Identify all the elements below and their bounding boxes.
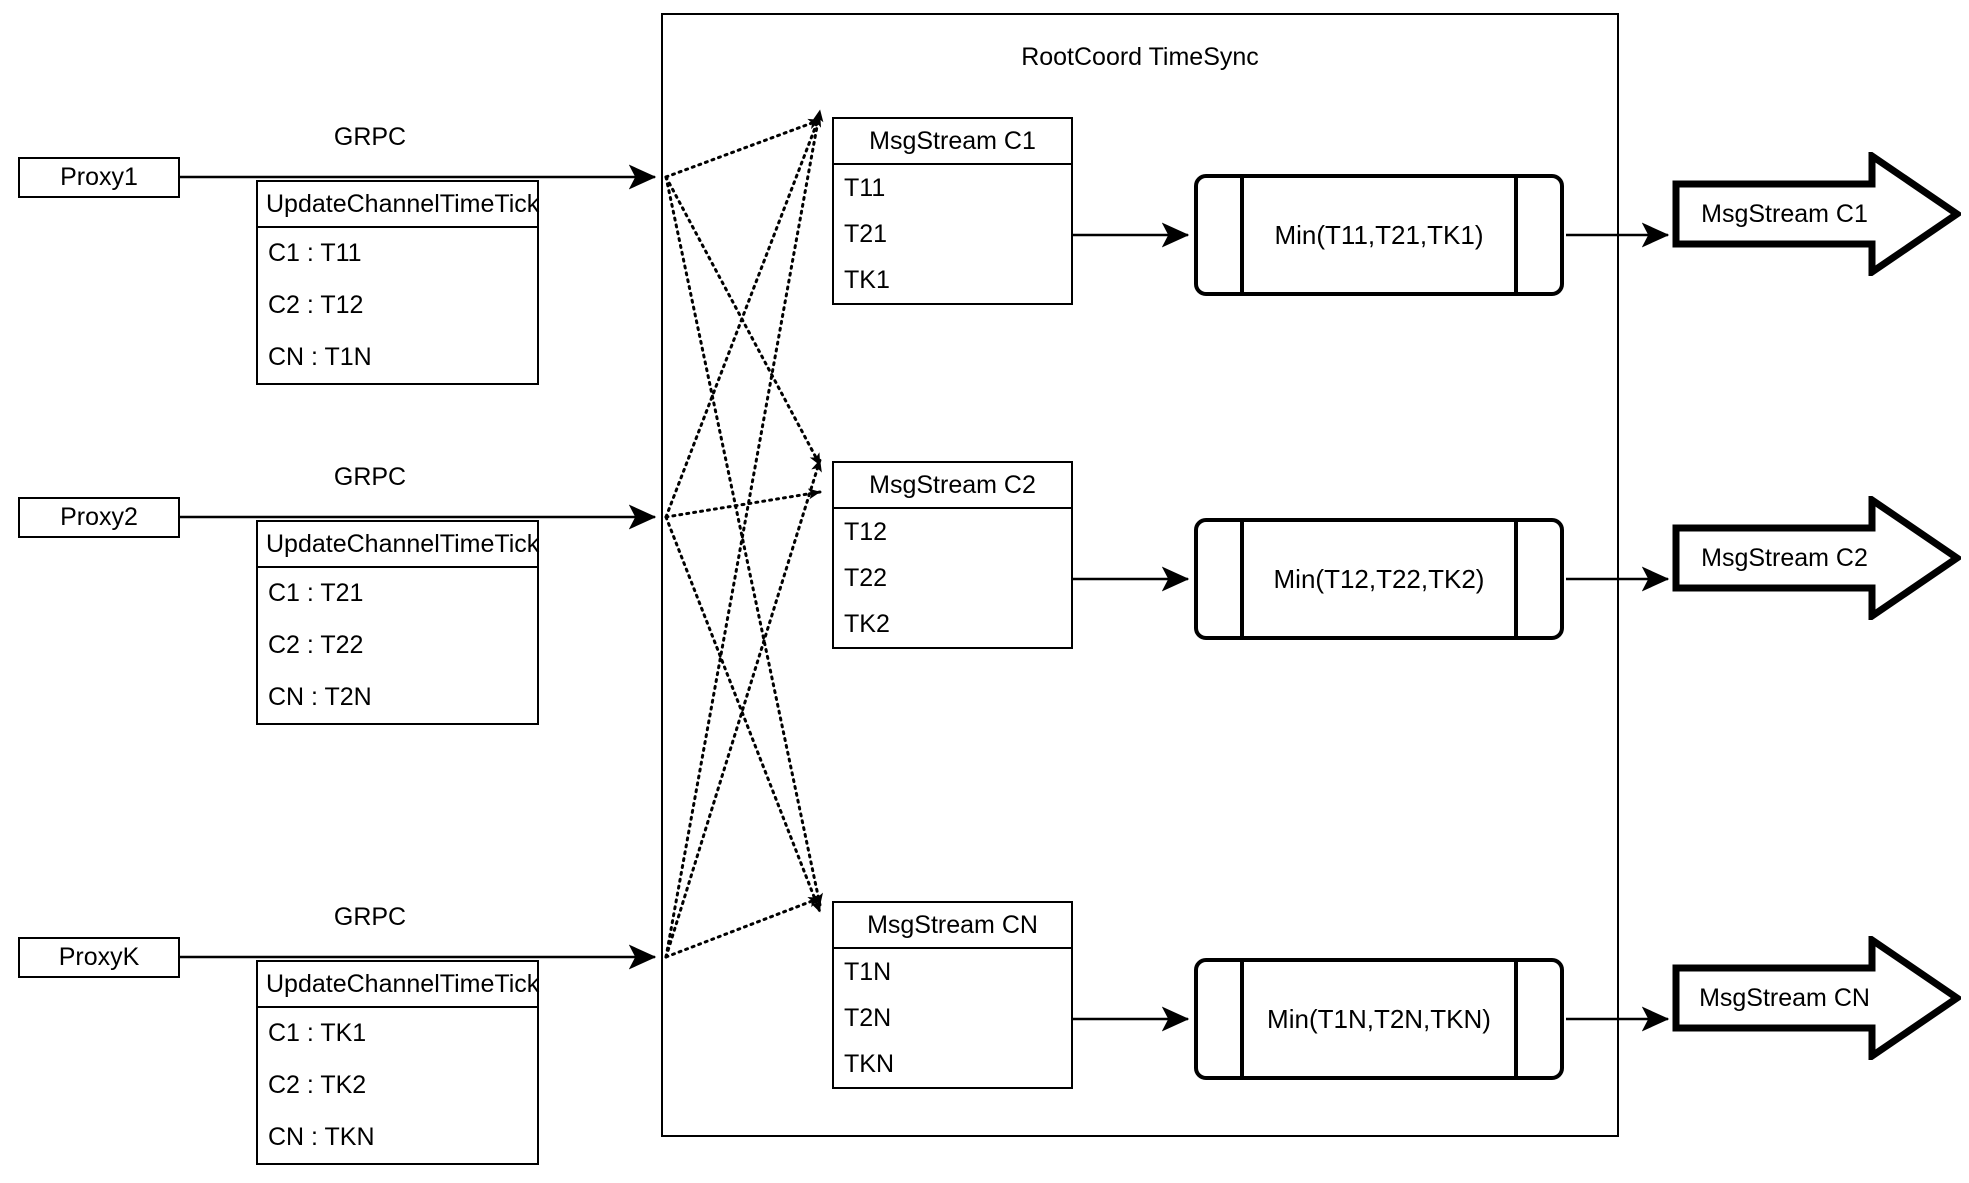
table-row: T21 — [844, 219, 888, 248]
min-label-c1: Min(T11,T21,TK1) — [1274, 219, 1484, 250]
block-arrow-shape-icon — [1672, 152, 1961, 276]
msgstream-header-c2: MsgStream C2 — [834, 463, 1071, 509]
table-row: C2 : T12 — [268, 290, 364, 319]
msgstream-header-cn: MsgStream CN — [834, 903, 1071, 949]
proxy-label-3: ProxyK — [58, 943, 140, 971]
block-arrow-shape-icon — [1672, 496, 1961, 620]
rootcoord-timesync-container — [661, 13, 1619, 1137]
grpc-label-3: GRPC — [333, 903, 407, 931]
table-row: T22 — [844, 563, 888, 592]
proxy-box-1[interactable]: Proxy1 — [18, 157, 180, 198]
grpc-label-1: GRPC — [333, 123, 407, 151]
msgstream-body-c1: T11 T21 TK1 — [834, 165, 1071, 303]
min-label-cn: Min(T1N,T2N,TKN) — [1267, 1003, 1491, 1034]
proxy-label-1: Proxy1 — [60, 163, 138, 191]
msgstream-table-c1: MsgStream C1 T11 T21 TK1 — [832, 117, 1073, 305]
update-channel-timetick-table-2: UpdateChannelTimeTick C1 : T21 C2 : T22 … — [256, 520, 539, 725]
update-channel-timetick-header-1: UpdateChannelTimeTick — [258, 182, 539, 228]
table-row: C1 : TK1 — [268, 1019, 367, 1048]
process-divider-left-icon — [1240, 174, 1244, 296]
proxy-box-3[interactable]: ProxyK — [18, 937, 180, 978]
update-channel-timetick-body-1: C1 : T11 C2 : T12 CN : T1N — [258, 228, 537, 383]
table-row: T11 — [844, 173, 886, 202]
table-row: C2 : TK2 — [268, 1070, 367, 1099]
process-divider-right-icon — [1514, 518, 1518, 640]
table-row: TK2 — [844, 609, 890, 638]
table-row: CN : T1N — [268, 342, 372, 371]
update-channel-timetick-table-1: UpdateChannelTimeTick C1 : T11 C2 : T12 … — [256, 180, 539, 385]
process-divider-left-icon — [1240, 518, 1244, 640]
min-process-c2: Min(T12,T22,TK2) — [1194, 518, 1564, 640]
output-block-arrow-c1: MsgStream C1 — [1672, 152, 1961, 276]
table-row: C1 : T21 — [268, 579, 364, 608]
table-row: CN : TKN — [268, 1122, 375, 1151]
process-divider-right-icon — [1514, 174, 1518, 296]
table-row: T1N — [844, 957, 892, 986]
block-arrow-shape-icon — [1672, 936, 1961, 1060]
grpc-label-2: GRPC — [333, 463, 407, 491]
table-row: TKN — [844, 1049, 894, 1078]
update-channel-timetick-body-3: C1 : TK1 C2 : TK2 CN : TKN — [258, 1008, 537, 1163]
update-channel-timetick-header-2: UpdateChannelTimeTick — [258, 522, 539, 568]
table-row: C1 : T11 — [268, 239, 362, 268]
min-process-cn: Min(T1N,T2N,TKN) — [1194, 958, 1564, 1080]
msgstream-header-c1: MsgStream C1 — [834, 119, 1071, 165]
table-row: T12 — [844, 517, 888, 546]
msgstream-body-cn: T1N T2N TKN — [834, 949, 1071, 1087]
output-block-arrow-cn: MsgStream CN — [1672, 936, 1961, 1060]
min-process-c1: Min(T11,T21,TK1) — [1194, 174, 1564, 296]
proxy-box-2[interactable]: Proxy2 — [18, 497, 180, 538]
table-row: TK1 — [844, 265, 890, 294]
rootcoord-timesync-title: RootCoord TimeSync — [1021, 43, 1259, 71]
min-label-c2: Min(T12,T22,TK2) — [1273, 563, 1485, 594]
update-channel-timetick-header-3: UpdateChannelTimeTick — [258, 962, 539, 1008]
table-row: CN : T2N — [268, 682, 372, 711]
output-block-arrow-c2: MsgStream C2 — [1672, 496, 1961, 620]
msgstream-table-cn: MsgStream CN T1N T2N TKN — [832, 901, 1073, 1089]
process-divider-right-icon — [1514, 958, 1518, 1080]
table-row: C2 : T22 — [268, 630, 364, 659]
table-row: T2N — [844, 1003, 892, 1032]
update-channel-timetick-table-3: UpdateChannelTimeTick C1 : TK1 C2 : TK2 … — [256, 960, 539, 1165]
process-divider-left-icon — [1240, 958, 1244, 1080]
proxy-label-2: Proxy2 — [60, 503, 138, 531]
update-channel-timetick-body-2: C1 : T21 C2 : T22 CN : T2N — [258, 568, 537, 723]
msgstream-body-c2: T12 T22 TK2 — [834, 509, 1071, 647]
msgstream-table-c2: MsgStream C2 T12 T22 TK2 — [832, 461, 1073, 649]
